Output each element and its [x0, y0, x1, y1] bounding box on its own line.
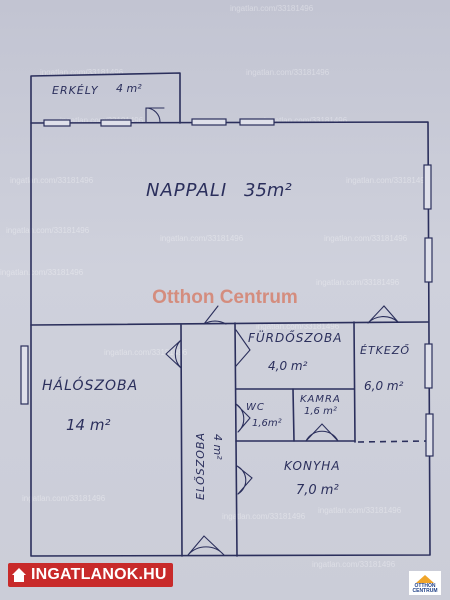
ghost-watermark: ingatlan.com/33181496: [256, 322, 340, 331]
ghost-watermark: ingatlan.com/33181496: [104, 348, 188, 357]
ghost-watermark: ingatlan.com/33181496: [264, 116, 348, 125]
room-area-nappali: 35m²: [244, 180, 292, 201]
kitchen-door: [236, 465, 253, 495]
room-name-erkely: ERKÉLY: [52, 84, 99, 97]
window: [424, 237, 433, 283]
room-area-kamra: 1,6 m²: [304, 406, 337, 417]
window: [20, 345, 29, 405]
balcony-door: [145, 107, 165, 123]
wc-pantry-divider: [292, 388, 295, 442]
house-icon: [12, 568, 26, 582]
ghost-watermark: ingatlan.com/33181496: [10, 176, 94, 185]
ghost-watermark: ingatlan.com/33181496: [22, 494, 106, 503]
ghost-watermark: ingatlan.com/33181496: [324, 234, 408, 243]
window: [191, 118, 227, 126]
center-watermark: Otthon Centrum: [152, 287, 298, 308]
ghost-watermark: ingatlan.com/33181496: [40, 68, 124, 77]
ingatlanok-logo: INGATLANOK.HU: [8, 563, 173, 587]
bedroom-door: [165, 339, 182, 369]
bathroom-wall: [353, 321, 356, 443]
room-area-eloszoba: 4 m²: [211, 434, 224, 460]
pantry-door: [305, 423, 339, 442]
bedroom-wall: [180, 324, 183, 557]
bathroom-door: [235, 329, 251, 367]
wc-door: [235, 403, 251, 433]
ghost-watermark: ingatlan.com/33181496: [312, 560, 396, 569]
room-area-etkezo: 6,0 m²: [364, 379, 404, 393]
room-name-nappali: NAPPALI: [146, 180, 227, 201]
outer-wall: [30, 121, 431, 557]
room-area-erkely: 4 m²: [116, 82, 142, 95]
window: [100, 119, 132, 127]
room-area-haloszoba: 14 m²: [66, 416, 110, 434]
living-room-door: [203, 305, 227, 325]
room-name-kamra: KAMRA: [300, 394, 341, 405]
ghost-watermark: ingatlan.com/33181496: [316, 278, 400, 287]
living-room-wall: [30, 321, 429, 326]
room-name-haloszoba: HÁLÓSZOBA: [42, 376, 138, 394]
kitchen-dining-divider: [357, 440, 429, 443]
otthon-centrum-logo: OTTHON CENTRUM: [409, 571, 441, 595]
room-name-konyha: KONYHA: [284, 459, 341, 473]
otthon-centrum-logo-text: OTTHON CENTRUM: [412, 583, 438, 594]
entrance-door: [187, 535, 225, 556]
room-name-furdoszoba: FÜRDŐSZOBA: [248, 329, 342, 345]
ingatlanok-logo-text: INGATLANOK.HU: [31, 566, 167, 583]
window: [425, 413, 434, 457]
ghost-watermark: ingatlan.com/33181496: [318, 506, 402, 515]
roof-icon: [416, 575, 434, 583]
window: [424, 343, 433, 389]
room-name-etkezo: ÉTKEZŐ: [360, 343, 410, 357]
window: [239, 118, 275, 126]
room-name-wc: WC: [246, 402, 265, 413]
room-area-furdoszoba: 4,0 m²: [268, 359, 308, 373]
ghost-watermark: ingatlan.com/33181496: [346, 176, 430, 185]
ghost-watermark: ingatlan.com/33181496: [160, 234, 244, 243]
ghost-watermark: ingatlan.com/33181496: [246, 68, 330, 77]
room-area-konyha: 7,0 m²: [296, 483, 339, 498]
ghost-watermark: ingatlan.com/33181496: [6, 226, 90, 235]
room-name-eloszoba: ELŐSZOBA: [193, 432, 207, 500]
balcony-outline: [30, 72, 181, 124]
window: [43, 119, 71, 127]
ghost-watermark: ingatlan.com/33181496: [222, 512, 306, 521]
hallway-wall: [234, 322, 238, 557]
room-area-wc: 1,6m²: [252, 418, 282, 429]
dining-door: [367, 305, 399, 324]
window: [423, 164, 432, 210]
ghost-watermark: ingatlan.com/33181496: [0, 268, 84, 277]
ghost-watermark: ingatlan.com/33181496: [230, 4, 314, 13]
